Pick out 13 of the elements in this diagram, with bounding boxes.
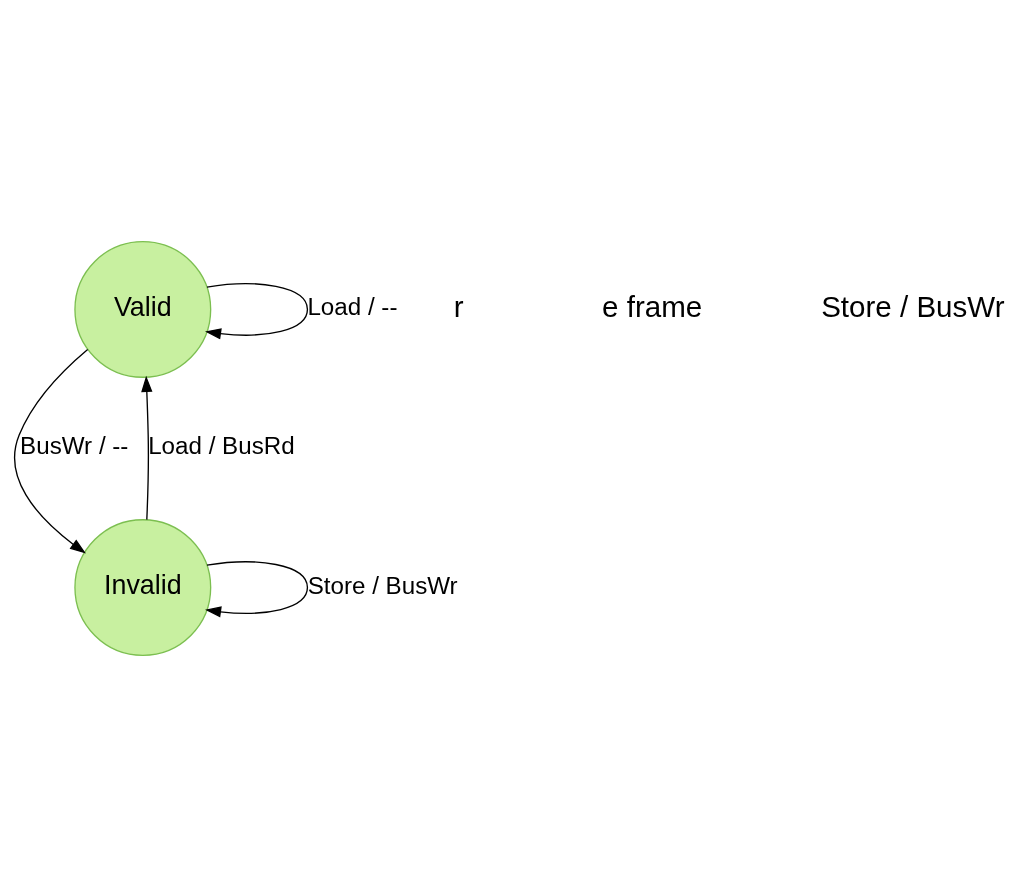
arrow xyxy=(140,375,152,520)
arrow xyxy=(204,560,308,617)
label: e frame xyxy=(601,289,702,323)
edge-label: BusWr / -- xyxy=(19,431,128,459)
node-circle: Valid xyxy=(73,240,211,378)
edge-label: Store / BusWr xyxy=(307,571,458,598)
label: r xyxy=(453,289,464,323)
node-circle: Invalid xyxy=(73,518,211,656)
label: Store / BusWr xyxy=(820,289,1004,323)
edge-label: Load / BusRd xyxy=(147,431,295,459)
edge-label: Load / -- xyxy=(306,292,397,320)
arrow xyxy=(204,282,308,339)
arrow xyxy=(13,348,88,554)
